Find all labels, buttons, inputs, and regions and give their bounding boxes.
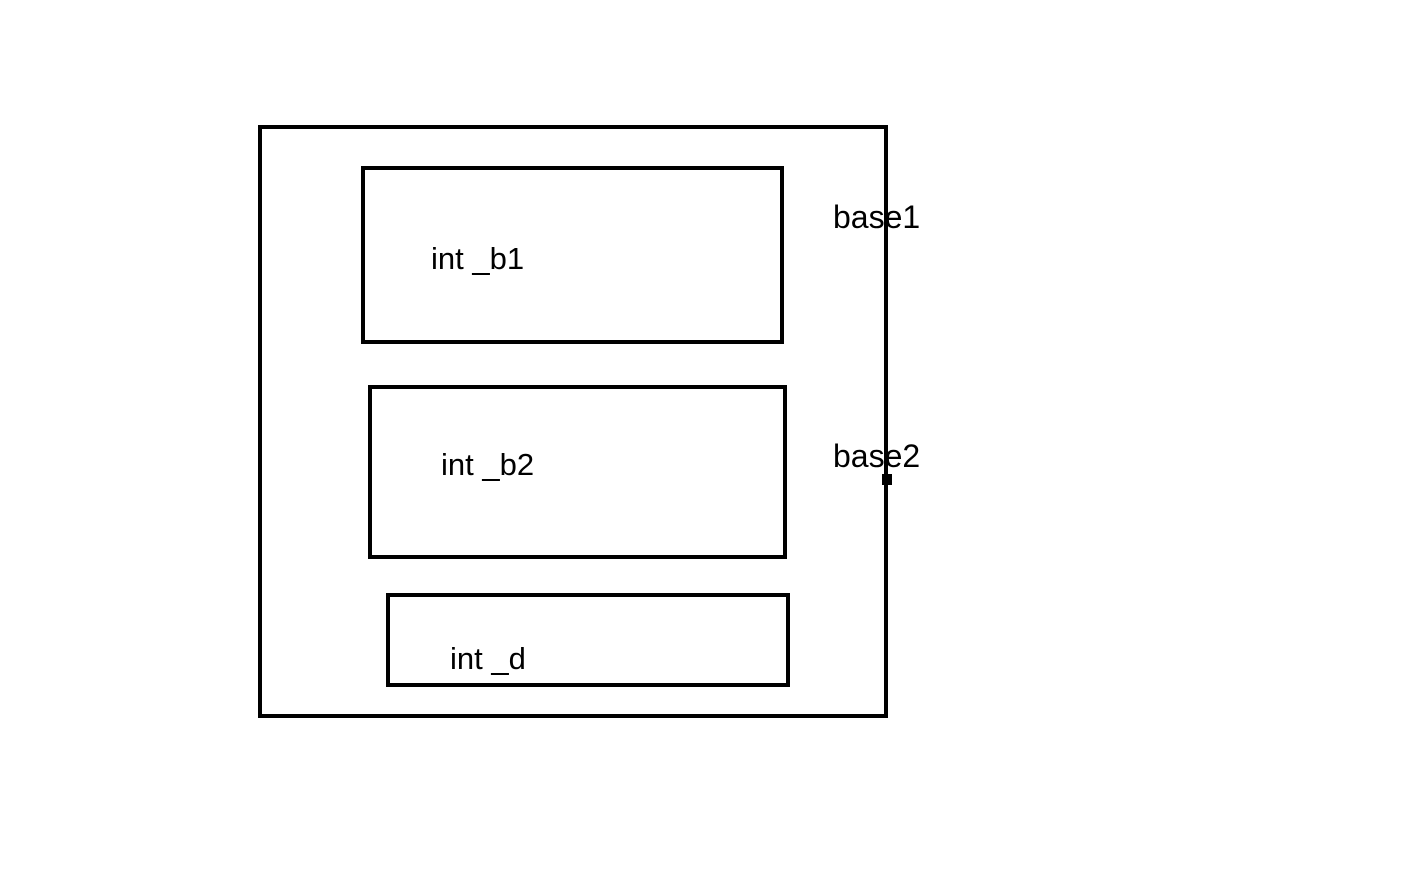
- member-label-d: int _d: [450, 641, 526, 676]
- edge-label-base2[interactable]: base2: [833, 438, 921, 474]
- derived-object-box[interactable]: [258, 125, 888, 718]
- member-box-d[interactable]: int _d: [386, 593, 790, 687]
- member-label-b2: int _b2: [441, 447, 535, 482]
- member-box-b1[interactable]: int _b1: [361, 166, 784, 344]
- selection-handle-square[interactable]: [882, 474, 892, 485]
- member-label-b1: int _b1: [431, 241, 525, 276]
- edge-label-base1[interactable]: base1: [833, 199, 921, 235]
- member-box-b2[interactable]: int _b2: [368, 385, 787, 559]
